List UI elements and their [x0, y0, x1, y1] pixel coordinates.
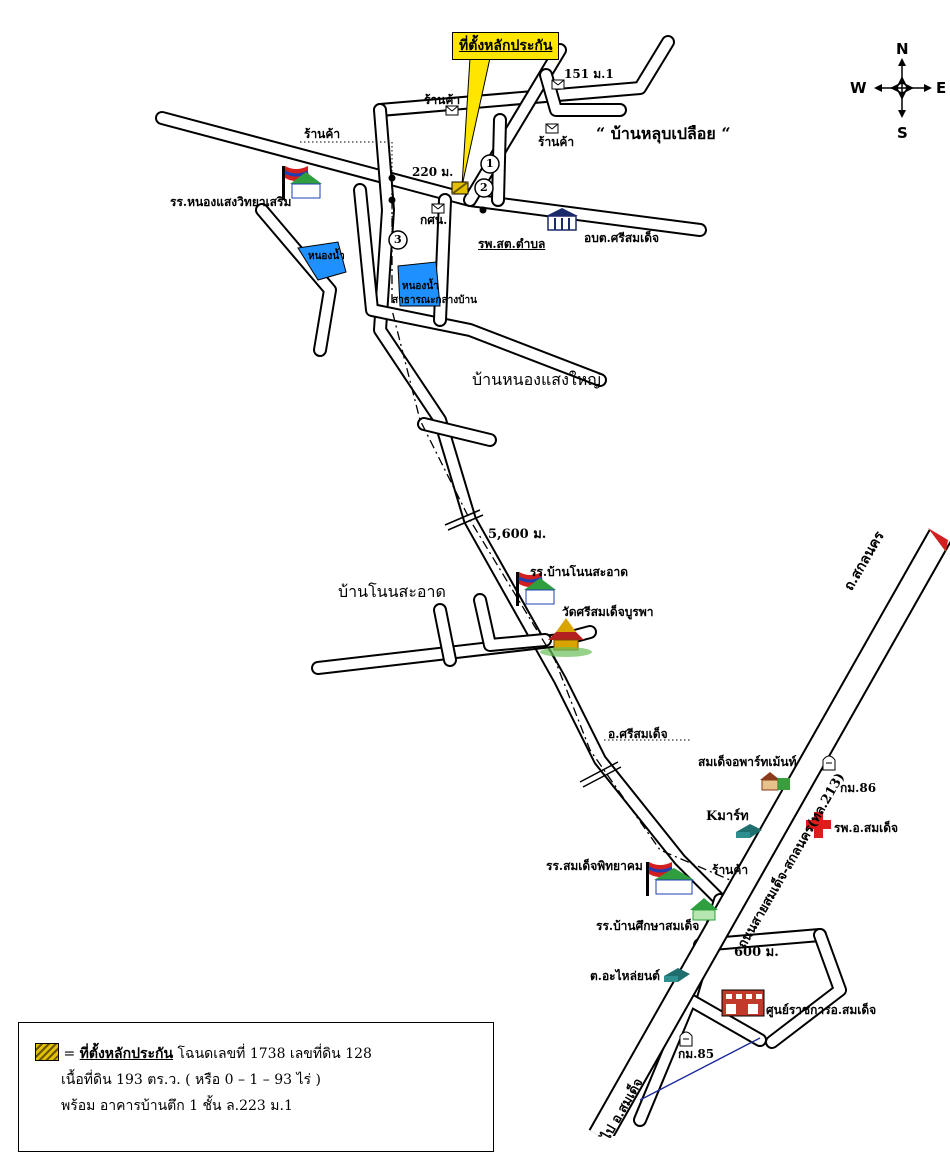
building-icon	[721, 989, 765, 1017]
legend-area: เนื้อที่ดิน 193 ตร.ว. ( หรือ 0 – 1 – 93 …	[61, 1072, 321, 1088]
label-school-somdet: รร.สมเด็จพิทยาคม	[546, 859, 643, 873]
label-public-pond: สาธารณะกลางบ้าน	[392, 295, 477, 306]
hospital-cross-icon	[806, 812, 831, 838]
village-non-sa-at: บ้านโนนสะอาด	[338, 582, 446, 601]
compass-e: E	[936, 79, 947, 97]
mailbox-icon	[431, 79, 565, 214]
health-dot	[479, 206, 487, 214]
leader-lines	[300, 141, 690, 741]
highway-arrow-icon	[928, 528, 948, 552]
label-govt-center: ศูนย์ราชการอ.สมเด็จ	[766, 1003, 877, 1017]
road-network	[155, 35, 847, 1127]
school-icon	[282, 166, 322, 200]
label-apartment: สมเด็จอพาร์ทเม้นท์	[698, 755, 797, 769]
pond-icon	[397, 261, 441, 307]
label-circle-3: 3	[394, 233, 402, 246]
label-shop: ร้านค้า	[712, 863, 749, 877]
label-school-nonsaat: รร.บ้านโนนสะอาด	[530, 565, 628, 579]
route-line	[391, 180, 731, 881]
label-health-center: รพ.สต.ตำบล	[478, 237, 546, 251]
shop-dot	[388, 196, 396, 204]
compass-icon: N S W E	[846, 40, 947, 142]
legend-box: = ที่ตั้งหลักประกัน โฉนดเลขที่ 1738 เลขท…	[18, 1022, 494, 1152]
label-km85: กม.85	[678, 1047, 715, 1061]
village-lub-plueai: “ บ้านหลุบเปลือย “	[596, 124, 731, 143]
label-temple: วัดศรีสมเด็จบูรพา	[562, 605, 654, 619]
label-district: อ.ศรีสมเด็จ	[608, 727, 668, 741]
km-marker-icon	[679, 1031, 693, 1047]
label-house-151: 151 ม.1	[564, 67, 614, 81]
label-shop: ร้านค้า	[538, 135, 575, 149]
distance-break-marks	[444, 509, 622, 788]
label-dealer: ต.อะไหล่ยนต์	[590, 969, 660, 983]
legend-line-1: = ที่ตั้งหลักประกัน โฉนดเลขที่ 1738 เลขท…	[35, 1041, 481, 1067]
label-shop: ร้านค้า	[304, 127, 341, 141]
legend-deed: โฉนดเลขที่ 1738 เลขที่ดิน 128	[177, 1046, 372, 1062]
compass-n: N	[896, 40, 909, 58]
circle-markers	[388, 154, 500, 250]
label-school-nongsaeng: รร.หนองแสงวิทยาเสริม	[170, 195, 292, 209]
school-icon	[646, 862, 694, 896]
compass-s: S	[897, 124, 908, 142]
collateral-swatch-icon	[35, 1043, 59, 1061]
store-icon	[736, 824, 762, 838]
compass-w: W	[850, 79, 867, 97]
label-km86: กม.86	[840, 781, 877, 795]
highway-213	[588, 528, 950, 1136]
label-post-office: กศน.	[420, 213, 448, 227]
building-icon	[760, 772, 790, 791]
pen-mark	[639, 1037, 761, 1101]
label-distance-600: 600 ม.	[734, 945, 779, 960]
label-kmart: Kมาร์ท	[706, 809, 749, 824]
store-icon	[664, 968, 690, 982]
label-distance-5600: 5,600 ม.	[488, 527, 547, 542]
legend-building: พร้อม อาคารบ้านตึก 1 ชั้น ล.223 ม.1	[61, 1098, 293, 1114]
label-school-ban: รร.บ้านศึกษาสมเด็จ	[596, 919, 700, 933]
village-nong-saeng-yai: บ้านหนองแสงใหญ่	[472, 370, 601, 389]
label-circle-1: 1	[486, 157, 494, 170]
collateral-callout: ที่ตั้งหลักประกัน	[452, 32, 560, 60]
shop-dot	[388, 174, 396, 182]
legend-title: ที่ตั้งหลักประกัน	[79, 1046, 174, 1062]
pond-icon	[297, 241, 347, 281]
label-hospital: รพ.อ.สมเด็จ	[834, 821, 899, 835]
government-icon	[546, 208, 578, 231]
temple-icon	[540, 618, 592, 657]
label-pond: หนองน้ำ	[308, 251, 345, 262]
label-circle-2: 2	[480, 181, 488, 194]
km-marker-icon	[822, 755, 836, 771]
school-icon	[690, 898, 718, 921]
compass-rose	[874, 58, 932, 118]
label-pond: หนองน้ำ	[402, 281, 439, 292]
legend-eq: =	[63, 1046, 76, 1062]
school-icon	[516, 572, 556, 606]
label-distance-220: 220 ม.	[412, 165, 454, 179]
label-shop: ร้านค้า	[424, 93, 461, 107]
label-tao: อบต.ศรีสมเด็จ	[584, 231, 660, 245]
